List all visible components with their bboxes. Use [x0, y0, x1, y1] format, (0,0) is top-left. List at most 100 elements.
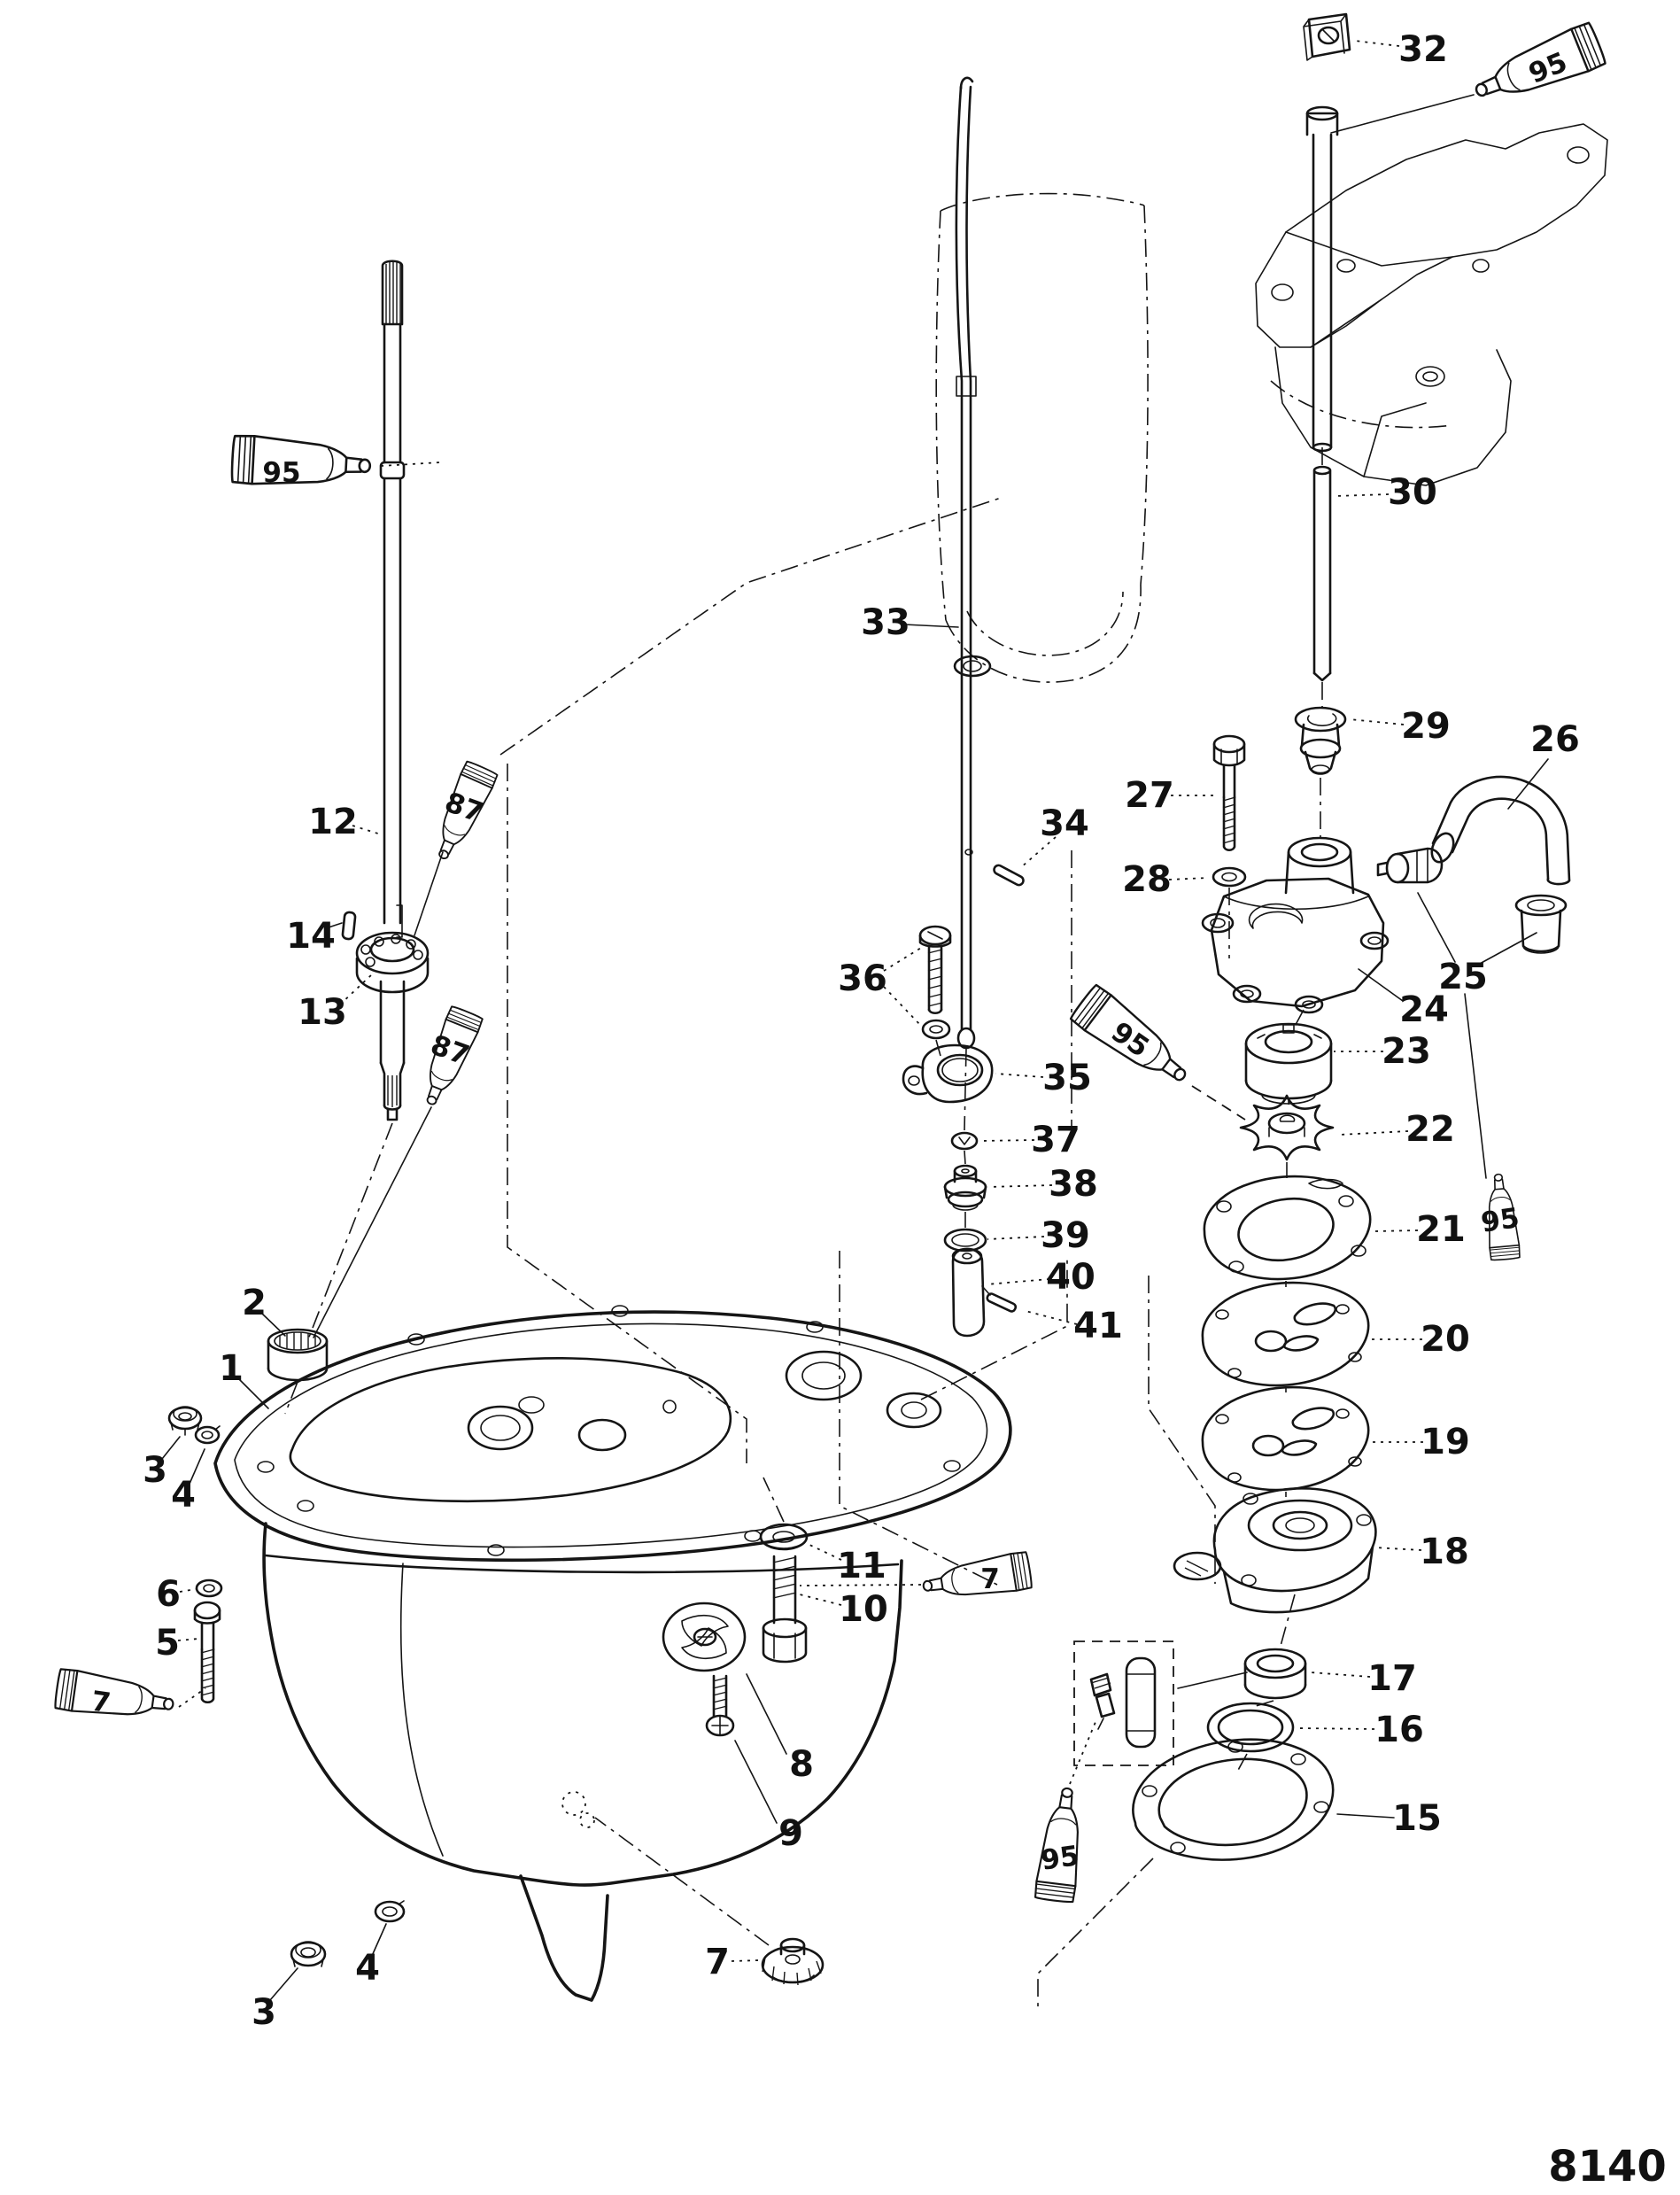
- part-number-label: 1: [219, 1348, 244, 1389]
- lubricant-tube-glyph: [438, 760, 499, 860]
- callout-leader: [986, 1278, 1050, 1285]
- part-33-shift-rod: [955, 76, 977, 1131]
- callout-24: 24: [1358, 968, 1449, 1030]
- callout-26: 26: [1507, 719, 1580, 810]
- callout-leader: [805, 1542, 842, 1561]
- part-number-label: 18: [1420, 1532, 1469, 1572]
- callout-leader: [1507, 758, 1549, 810]
- lubricant-tube-95: 95: [230, 434, 441, 489]
- callout-leader: [1354, 40, 1400, 47]
- callout-leader: [161, 1436, 181, 1460]
- part-25-grommet: [1514, 894, 1568, 954]
- line-art: [167, 12, 1608, 2009]
- callout-leader: [1025, 1310, 1078, 1325]
- callout-leader: [987, 1184, 1053, 1188]
- part-number-label: 16: [1374, 1710, 1424, 1750]
- part-4-washer-lower: [374, 1900, 406, 1923]
- callout-39: 39: [987, 1215, 1090, 1256]
- lubricant-tube-95: 95: [1034, 1721, 1096, 1904]
- lubricant-tube-glyph: [1475, 21, 1606, 97]
- callout-36: 36: [838, 947, 922, 1027]
- part-28-washer: [1212, 866, 1247, 958]
- lubricant-tube-glyph: [1034, 1787, 1079, 1904]
- part-number-label: 41: [1073, 1306, 1123, 1346]
- phantom-adapter-assembly: [1255, 123, 1608, 486]
- part-number-label: 4: [355, 1948, 380, 1989]
- callout-34: 34: [1019, 803, 1089, 869]
- part-number-label: 14: [286, 916, 336, 957]
- tube-leader: [1464, 993, 1487, 1179]
- lubricant-number-label: 95: [1479, 1202, 1521, 1239]
- part-19-gasket: [1201, 1385, 1370, 1497]
- part-10-bolt: [762, 1555, 808, 1664]
- part-4-washer-upper: [194, 1425, 221, 1445]
- part-1-gear-housing: [213, 1305, 1012, 2002]
- part-3-nut-lower: [290, 1941, 327, 1967]
- part-number-label: 36: [838, 958, 887, 999]
- part-number-label: 23: [1382, 1031, 1431, 1072]
- part-23-pump-cup: [1244, 1022, 1333, 1105]
- part-number-label: 20: [1421, 1319, 1470, 1360]
- part-9-screw: [705, 1674, 735, 1737]
- part-number-label: 32: [1398, 29, 1448, 70]
- lubricant-number-label: 87: [441, 787, 488, 830]
- lubricant-tube-7: 7: [799, 1551, 1033, 1596]
- lubricant-tube-95: 95: [1330, 21, 1606, 134]
- callout-21: 21: [1374, 1209, 1466, 1250]
- part-number-label: 5: [155, 1623, 180, 1664]
- part-number-label: 26: [1530, 719, 1580, 760]
- callout-leader: [1349, 718, 1405, 725]
- callout-leader: [1374, 1547, 1422, 1551]
- callout-leader: [269, 1967, 298, 2001]
- part-number-label: 3: [252, 1992, 276, 2033]
- tube-leader: [313, 1106, 432, 1338]
- callout-28: 28: [1122, 859, 1209, 900]
- callout-17: 17: [1310, 1658, 1417, 1699]
- lubricant-tube-87: 87: [414, 760, 499, 936]
- callout-29: 29: [1349, 706, 1451, 747]
- callout-leader: [1374, 1229, 1419, 1232]
- callout-16: 16: [1296, 1710, 1424, 1750]
- callout-leader: [1296, 1727, 1375, 1730]
- lubricant-tube-glyph: [922, 1551, 1033, 1596]
- callout-30: 30: [1335, 472, 1437, 513]
- part-number-label: 27: [1125, 775, 1174, 816]
- lubricant-tube-glyph: [230, 434, 372, 485]
- callout-22: 22: [1338, 1109, 1455, 1150]
- callout-leader: [995, 1073, 1044, 1078]
- tube-leader: [178, 1687, 206, 1708]
- part-15-gasket: [1132, 1738, 1335, 1861]
- part-number-label: 8: [789, 1744, 814, 1785]
- match-lines: [499, 497, 1216, 2009]
- callout-4: 4: [171, 1448, 205, 1516]
- callout-leader: [177, 1638, 199, 1641]
- callout-leader: [883, 986, 922, 1027]
- part-number-label: 12: [308, 802, 358, 842]
- callout-leader: [238, 1378, 269, 1409]
- part-number-label: 10: [839, 1589, 888, 1630]
- part-number-label: 22: [1405, 1109, 1455, 1150]
- part-12-driveshaft: [379, 260, 406, 938]
- callout-leader: [1168, 877, 1209, 880]
- part-number-label: 2: [242, 1283, 267, 1323]
- part-8-water-pickup: [662, 1602, 747, 1672]
- callout-leader: [731, 1959, 761, 1962]
- part-13-bearing: [355, 931, 430, 994]
- tube-leader: [1330, 94, 1475, 134]
- part-36-screw: [918, 925, 952, 1057]
- part-3-nut-upper: [167, 1406, 203, 1436]
- callout-20: 20: [1372, 1319, 1470, 1360]
- part-number-label: 25: [1438, 957, 1488, 997]
- part-21-gasket: [1203, 1175, 1372, 1287]
- callout-leader: [325, 922, 343, 929]
- part-number-label: 34: [1040, 803, 1089, 844]
- part-34-pin: [964, 849, 1025, 887]
- tube-leader: [1069, 1721, 1096, 1785]
- part-number-label: 28: [1122, 859, 1172, 900]
- lubricant-number-label: 7: [980, 1563, 1000, 1595]
- callout-13: 13: [298, 973, 373, 1033]
- lubricant-number-label: 7: [89, 1686, 112, 1720]
- callout-3: 3: [143, 1436, 181, 1491]
